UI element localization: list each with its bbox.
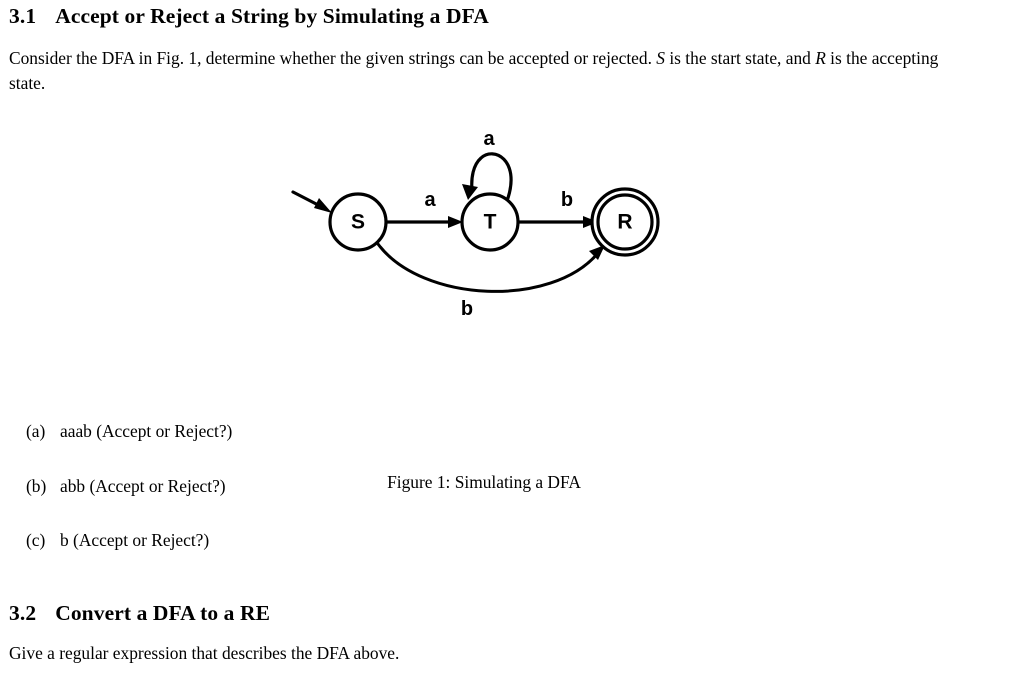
transition-label-t-self: a [483,128,495,150]
section-heading-3-1: 3.1 Accept or Reject a String by Simulati… [9,4,489,29]
state-label-t: T [484,211,497,234]
list-item-label: (b) [26,475,47,496]
transition-label-s-t: a [424,189,436,211]
section-number: 3.1 [9,4,37,28]
transition-label-t-r: b [561,189,573,211]
intro-text-part-3: is the accepting state. [9,48,939,93]
section-heading-3-2: 3.2 Convert a DFA to a RE [9,601,270,626]
edge-t-self-loop [462,152,513,200]
intro-text-part-2: is the start state, and [665,48,816,68]
intro-text-part-1: Consider the DFA in Fig. 1, determine wh… [9,48,657,68]
list-item-text: b (Accept or Reject?) [60,530,210,550]
edge-s-to-r-curved [376,242,605,293]
state-label-r: R [617,211,632,234]
intro-paragraph: Consider the DFA in Fig. 1, determine wh… [9,46,964,96]
list-item-text: aaab (Accept or Reject?) [60,421,233,441]
state-node-s[interactable]: S [328,192,388,252]
list-item: (a) aaab (Accept or Reject?) [26,421,232,442]
state-label-s: S [351,211,365,234]
section-title: Convert a DFA to a RE [55,601,271,625]
figure-caption: Figure 1: Simulating a DFA [387,472,581,492]
math-symbol-accepting-state: R [815,48,826,68]
state-node-t[interactable]: T [460,192,520,252]
figure-1-block: S T R a a b b Figure 1: Simulating a DFA [0,118,1024,492]
start-arrow [291,190,332,213]
section-number: 3.2 [9,601,37,625]
edge-t-to-r [519,216,598,228]
list-item-label: (c) [26,530,46,550]
section-3-2-paragraph: Give a regular expression that describes… [9,643,400,663]
list-item-label: (a) [26,421,46,441]
state-node-r-accepting[interactable]: R [590,187,660,257]
transition-label-s-r: b [461,298,473,320]
math-symbol-start-state: S [656,48,665,68]
list-item: (c) b (Accept or Reject?) [26,530,209,551]
list-item-text: abb (Accept or Reject?) [60,475,226,496]
dfa-state-diagram: S T R a a b b [291,128,660,320]
list-item: (b) abb (Accept or Reject?) [26,476,226,497]
edge-s-to-t [387,216,463,228]
section-title: Accept or Reject a String by Simulating … [55,4,489,28]
